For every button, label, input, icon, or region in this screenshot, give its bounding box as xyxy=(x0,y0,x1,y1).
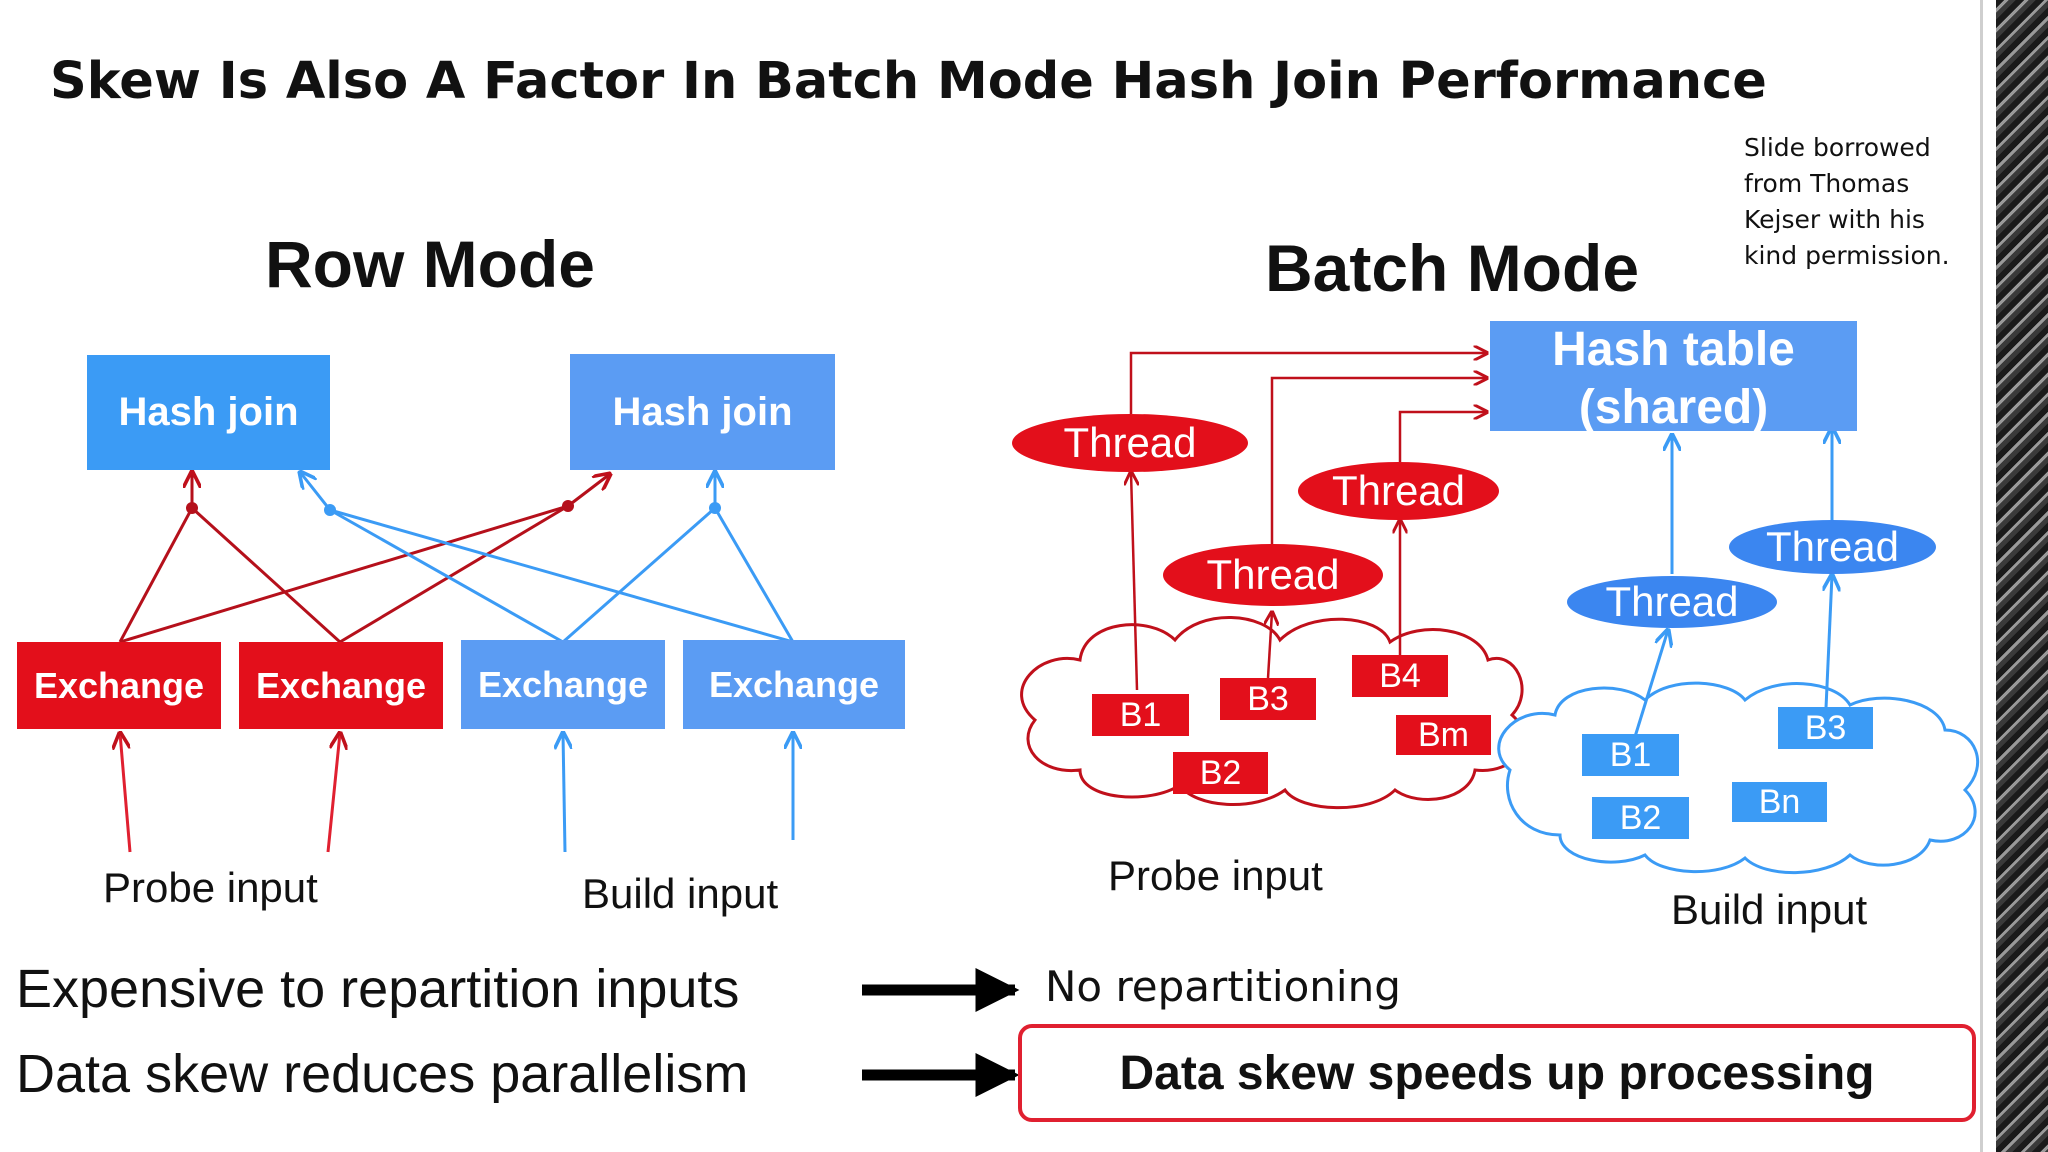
build-batch-bn: Bn xyxy=(1732,782,1827,822)
credit-note: Slide borrowed from Thomas Kejser with h… xyxy=(1744,133,1950,270)
hash-join-right: Hash join xyxy=(570,354,835,470)
hash-table-line1: Hash table xyxy=(1552,323,1795,376)
probe-batch-b3: B3 xyxy=(1220,678,1316,720)
result-skew-speeds-up: Data skew speeds up processing xyxy=(1018,1024,1976,1122)
row-blue-repartition xyxy=(300,472,795,644)
slide-title: Skew Is Also A Factor In Batch Mode Hash… xyxy=(50,52,1767,111)
row-build-input-label: Build input xyxy=(582,870,779,917)
exchange-build-2: Exchange xyxy=(683,640,905,729)
thread-blue-1: Thread xyxy=(1567,576,1777,628)
build-batch-b2: B2 xyxy=(1592,797,1689,839)
build-cloud xyxy=(1497,681,1980,875)
thread-red-1: Thread xyxy=(1012,414,1248,472)
hash-join-left: Hash join xyxy=(87,355,330,470)
row-probe-arrows xyxy=(120,733,340,853)
probe-batch-b4: B4 xyxy=(1352,655,1448,697)
result-no-repartitioning: No repartitioning xyxy=(1045,962,1401,1011)
thread-red-2: Thread xyxy=(1298,462,1499,520)
build-batch-b1: B1 xyxy=(1582,734,1679,776)
batch-build-input-label: Build input xyxy=(1671,886,1868,933)
probe-batch-bm: Bm xyxy=(1396,715,1491,755)
decorative-edge-pattern xyxy=(1996,0,2048,1152)
exchange-probe-2: Exchange xyxy=(239,642,443,729)
row-probe-input-label: Probe input xyxy=(103,864,318,911)
batch-blue-threads-arrows xyxy=(1632,428,1832,741)
probe-batch-b2: B2 xyxy=(1173,752,1268,794)
batch-mode-heading: Batch Mode xyxy=(1265,231,1640,305)
slide-edge-line xyxy=(1980,0,1983,1152)
exchange-probe-1: Exchange xyxy=(17,642,221,729)
probe-batch-b1: B1 xyxy=(1092,694,1189,736)
build-batch-b3: B3 xyxy=(1778,707,1873,749)
hash-table-shared: Hash table (shared) xyxy=(1490,321,1857,434)
row-build-arrows xyxy=(563,733,793,853)
exchange-build-1: Exchange xyxy=(461,640,665,729)
row-mode-heading: Row Mode xyxy=(265,227,595,301)
statement-expensive-repartition: Expensive to repartition inputs xyxy=(16,959,740,1019)
batch-red-threads-arrows xyxy=(1131,353,1487,691)
thread-red-3: Thread xyxy=(1163,544,1383,606)
row-red-repartition xyxy=(118,472,610,644)
thread-blue-2: Thread xyxy=(1729,520,1936,574)
hash-table-line2: (shared) xyxy=(1578,381,1769,434)
batch-probe-input-label: Probe input xyxy=(1108,852,1323,899)
statement-skew-reduces: Data skew reduces parallelism xyxy=(16,1044,749,1104)
